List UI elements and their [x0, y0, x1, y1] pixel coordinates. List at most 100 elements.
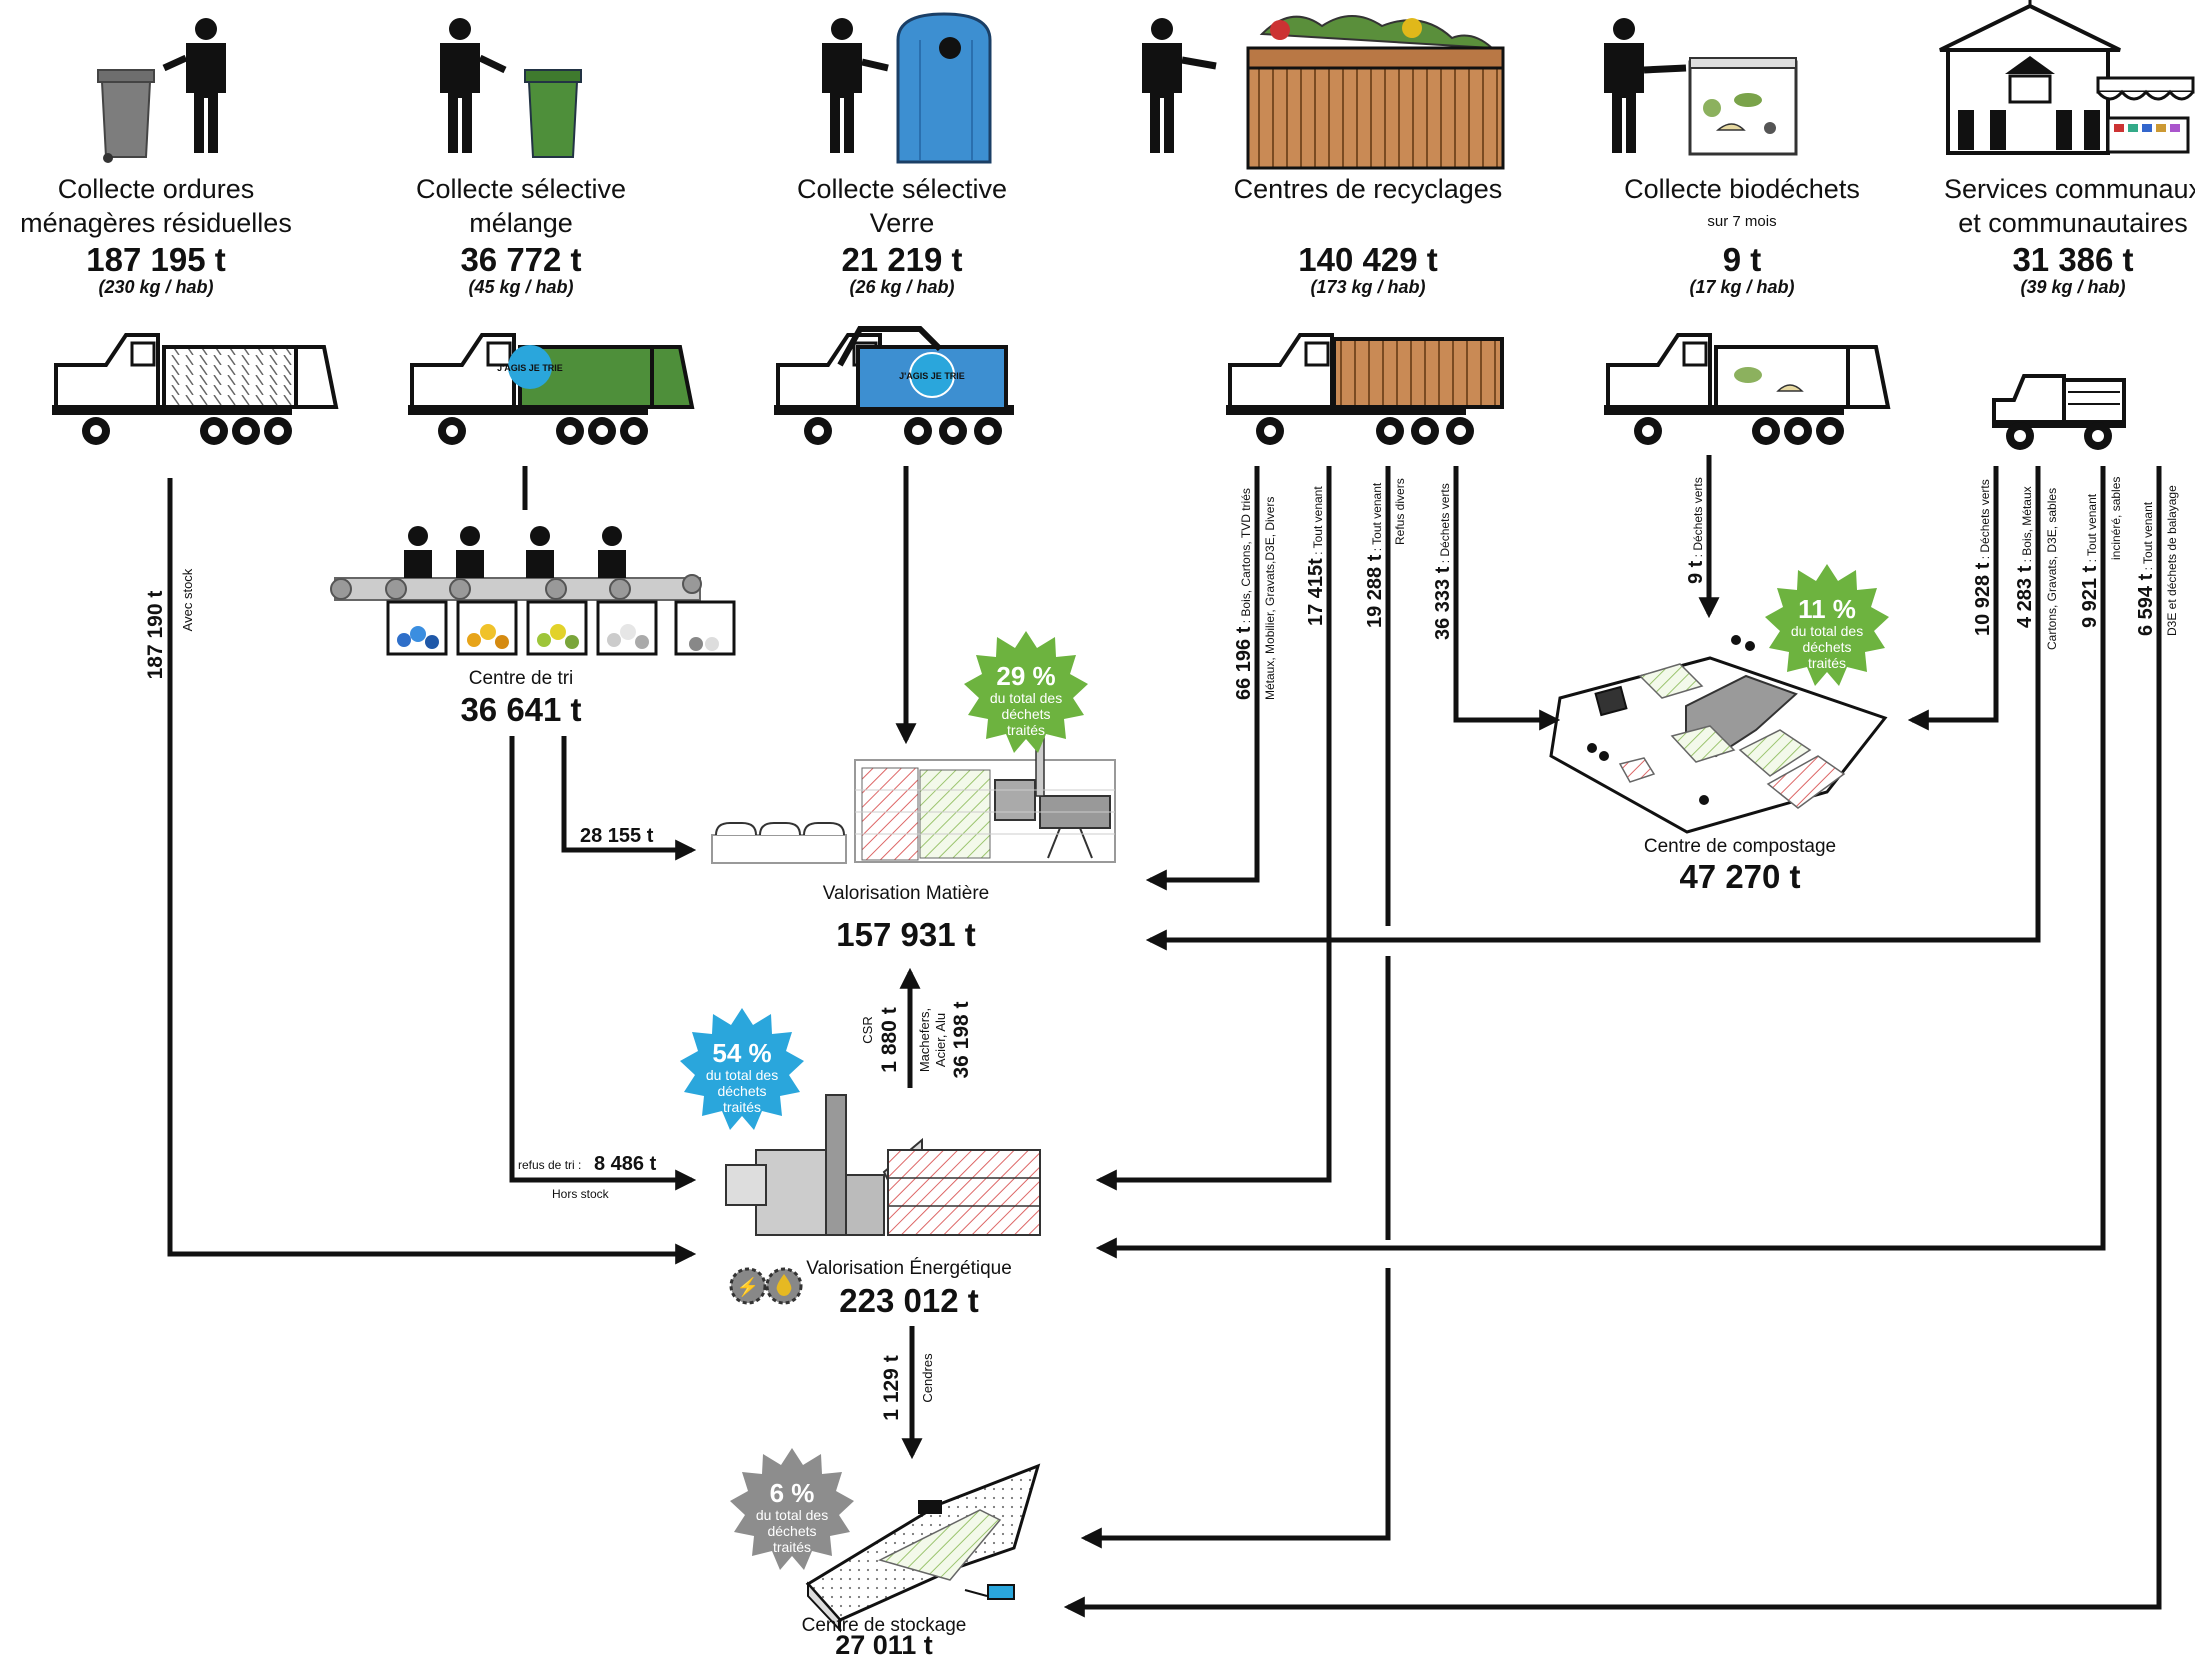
pct-text-line1: du total des	[990, 690, 1062, 706]
pct-badge-stockage: 6 % du total des déchets traités	[730, 1448, 854, 1570]
flow-sc-compost-value: 10 928 t	[1972, 562, 1994, 636]
source-tonnage: 9 t	[1723, 241, 1762, 278]
flow-csr-note: CSR	[860, 1016, 875, 1043]
pct-badge-matiere: 29 % du total des déchets traités	[964, 631, 1088, 753]
pct-text-line3: traités	[1007, 722, 1045, 738]
biowaste-truck-icon	[1602, 333, 1891, 445]
person-icon	[822, 18, 862, 153]
arrow-recyclage-stockage	[1085, 466, 1391, 1538]
landfill-icon	[805, 1463, 1041, 1633]
compost-platform-icon	[1549, 635, 1888, 834]
person-icon	[186, 18, 226, 153]
flow-sc-stockage-note1: : Tout venant	[2141, 501, 2155, 573]
source-title-line1: Services communaux	[1944, 174, 2195, 204]
flow-sc-stockage-value: 6 594 t	[2135, 573, 2157, 636]
flow-labels: 187 190 t Avec stock 28 155 t refus de t…	[144, 477, 2179, 1421]
source-title-line1: Collecte biodéchets	[1624, 174, 1860, 204]
sorting-conveyor-icon	[330, 526, 736, 656]
flow-bio-note: : Déchets verts	[1691, 477, 1705, 560]
source-selective-verre: Collecte sélective Verre 21 219 t (26 kg…	[797, 174, 1007, 297]
pct-value: 6 %	[770, 1478, 815, 1508]
arrow-services-stockage	[1063, 466, 2162, 1618]
pct-text-line3: traités	[1808, 655, 1846, 671]
pct-text-line2: déchets	[1001, 706, 1050, 722]
flow-sc-energie-note2: incinéré, sables	[2109, 477, 2123, 560]
source-centres-recyclage: Centres de recyclages 140 429 t (173 kg …	[1234, 174, 1503, 297]
source-selective-melange: Collecte sélective mélange 36 772 t (45 …	[416, 174, 626, 297]
glass-truck-icon: J'AGIS JE TRIE	[772, 326, 1016, 445]
flow-sc-energie: 9 921 t : Tout venant	[2079, 493, 2101, 628]
flow-omr-value: 187 190 t	[144, 591, 167, 680]
pct-text-line3: traités	[773, 1539, 811, 1555]
truck-badge: J'AGIS JE TRIE	[497, 363, 563, 373]
arrow-omr-energie	[167, 478, 697, 1265]
garbage-truck-icon	[50, 333, 339, 445]
flow-tri-matiere-value: 28 155 t	[580, 825, 654, 847]
pct-text-line1: du total des	[1791, 623, 1863, 639]
source-per-hab: (45 kg / hab)	[468, 277, 573, 297]
person-icon	[1142, 18, 1182, 153]
arrow-services-compost	[1907, 466, 1999, 731]
flow-bio-value: 9 t	[1685, 560, 1707, 584]
flow-rec-energie: 17 415t : Tout venant	[1305, 486, 1327, 626]
flow-rec-stockage-note2: Refus divers	[1393, 478, 1407, 545]
source-per-hab: (17 kg / hab)	[1689, 277, 1794, 297]
pct-text-line2: déchets	[767, 1523, 816, 1539]
source-per-hab: (230 kg / hab)	[98, 277, 213, 297]
source-subtitle: sur 7 mois	[1707, 213, 1776, 230]
pct-value: 54 %	[712, 1038, 771, 1068]
pct-value: 29 %	[996, 661, 1055, 691]
energy-gear-icons: ⚡	[729, 1267, 803, 1305]
flow-machefers-note1: Machefers,	[917, 1008, 932, 1072]
flow-refus-value: 8 486 t	[594, 1153, 657, 1175]
market-stall-icon	[2096, 76, 2195, 154]
source-per-hab: (173 kg / hab)	[1310, 277, 1425, 297]
pct-text-line2: déchets	[717, 1083, 766, 1099]
arrow-recyclage-matiere	[1145, 466, 1260, 891]
pct-badge-compostage: 11 % du total des déchets traités	[1765, 564, 1889, 686]
centre-tri-tonnage: 36 641 t	[460, 691, 581, 728]
matiere-label: Valorisation Matière	[823, 883, 990, 904]
arrow-services-matiere	[1145, 466, 2041, 951]
source-per-hab: (39 kg / hab)	[2020, 277, 2125, 297]
flow-rec-energie-value: 17 415t	[1305, 558, 1327, 626]
flow-cendres-value: 1 129 t	[880, 1355, 903, 1420]
arrow-tri-energie	[509, 736, 697, 1191]
flow-machefers-note2: Acier, Alu	[933, 1013, 948, 1067]
flow-rec-matiere-value: 66 196 t	[1233, 626, 1255, 700]
flow-rec-compost-value: 36 333 t	[1432, 566, 1454, 640]
source-tonnage: 31 386 t	[2012, 241, 2133, 278]
source-tonnage: 21 219 t	[841, 241, 962, 278]
stockage-label: Centre de stockage	[802, 1615, 967, 1636]
flow-sc-energie-value: 9 921 t	[2079, 565, 2101, 628]
compostage-label: Centre de compostage	[1644, 836, 1836, 857]
source-title-line2: mélange	[469, 208, 573, 238]
centre-tri-label: Centre de tri	[469, 668, 574, 689]
glass-container-icon	[896, 12, 992, 164]
flow-sc-matiere-note1: : Bois, Métaux	[2020, 486, 2034, 565]
pct-badge-energie: 54 % du total des déchets traités	[680, 1008, 804, 1130]
flow-arrows	[167, 455, 2162, 1618]
compostage-tonnage: 47 270 t	[1679, 858, 1800, 895]
stockage-tonnage: 27 011 t	[835, 1630, 933, 1657]
source-title-line1: Centres de recyclages	[1234, 174, 1503, 204]
flow-omr-note: Avec stock	[180, 568, 195, 631]
flow-sc-compost: 10 928 t : Déchets verts	[1972, 479, 1994, 636]
arrow-services-energie	[1095, 466, 2106, 1259]
source-title-line1: Collecte sélective	[797, 174, 1007, 204]
recycling-plant-icon	[711, 735, 1116, 864]
skip-truck-icon	[1224, 333, 1504, 445]
flow-rec-stockage-note1: : Tout venant	[1370, 482, 1384, 554]
source-tonnage: 140 429 t	[1298, 241, 1437, 278]
arrow-recyclage-energie	[1095, 466, 1332, 1191]
flow-sc-matiere-value: 4 283 t	[2014, 565, 2036, 628]
flow-sc-stockage-note2: D3E et déchets de balayage	[2165, 485, 2179, 636]
flow-refus-note: Hors stock	[552, 1187, 610, 1201]
town-hall-icon	[1939, 0, 2121, 155]
lightning-icon: ⚡	[737, 1276, 759, 1298]
matiere-tonnage: 157 931 t	[836, 916, 975, 953]
source-tonnage: 187 195 t	[86, 241, 225, 278]
pct-text-line2: déchets	[1802, 639, 1851, 655]
flow-sc-matiere-note2: Cartons, Gravats, D3E, sables	[2045, 488, 2059, 650]
